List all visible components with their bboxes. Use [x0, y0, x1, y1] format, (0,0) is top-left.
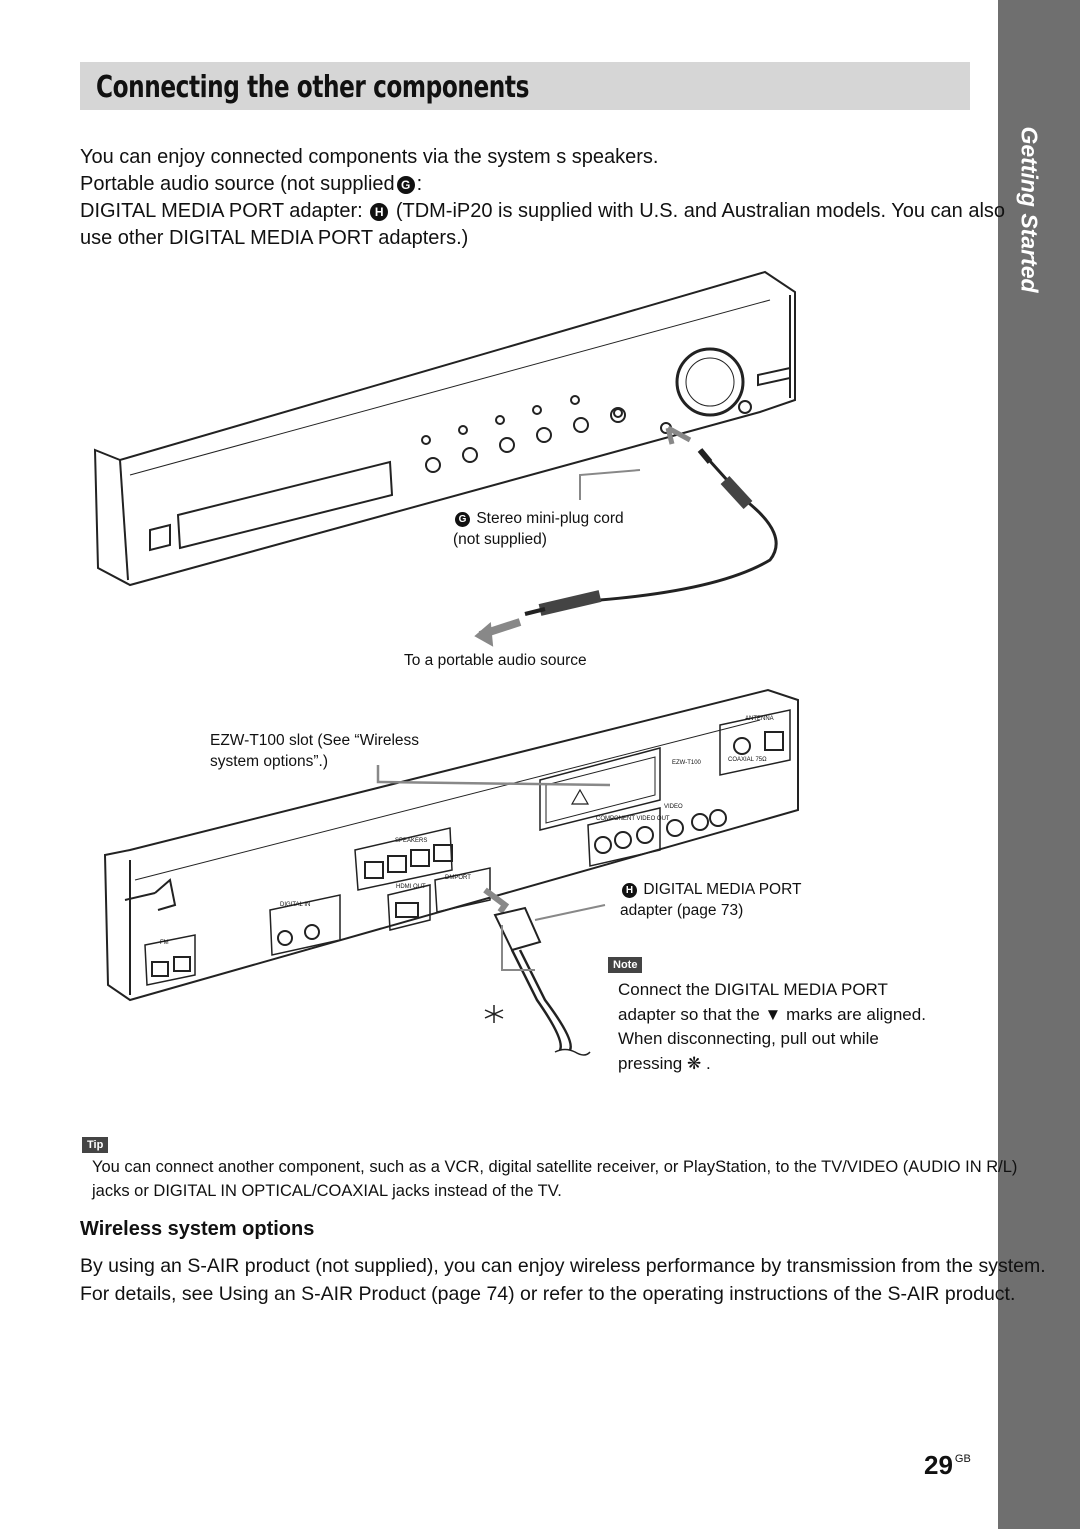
tip-tag: Tip	[82, 1137, 109, 1153]
intro-line-3: DIGITAL MEDIA PORT adapter: H (TDM-iP20 …	[80, 200, 1006, 249]
panel-label-video: VIDEO	[664, 804, 683, 810]
panel-label-speakers: SPEAKERS	[395, 838, 428, 844]
panel-label-fm: FM	[160, 940, 169, 946]
tip-text: You can connect another component, such …	[92, 1158, 1018, 1200]
panel-label-component: COMPONENT VIDEO OUT	[596, 816, 670, 822]
cord-caption: G Stereo mini-plug cord (not supplied)	[453, 510, 624, 548]
marker-g-icon: G	[455, 512, 470, 527]
wireless-body: By using an S-AIR product (not supplied)…	[80, 1255, 1046, 1305]
wireless-heading: Wireless system options	[80, 1218, 315, 1240]
portable-caption: To a portable audio source	[404, 652, 587, 669]
side-tab	[998, 0, 1080, 1529]
panel-label-coaxial: COAXIAL 75Ω	[728, 757, 767, 763]
intro-line-1: You can enjoy connected components via t…	[80, 146, 659, 168]
front-panel-outline	[93, 270, 796, 587]
marker-h-icon: H	[622, 883, 637, 898]
side-tab-text: Getting Started	[1016, 126, 1043, 293]
section-title-bar: Connecting the other components	[80, 62, 970, 110]
panel-label-dmport: DMPORT	[445, 875, 471, 881]
ezw-caption: EZW-T100 slot (See “Wireless system opti…	[210, 732, 420, 770]
dmport-caption: H DIGITAL MEDIA PORT adapter (page 73)	[620, 881, 802, 919]
asterisk-icon: ❋	[687, 1053, 702, 1073]
panel-label-ezw: EZW-T100	[672, 760, 701, 766]
note-tag: Note	[608, 957, 643, 973]
marker-h-icon: H	[370, 203, 389, 221]
front-buttons	[421, 395, 626, 473]
marker-g-icon: G	[396, 176, 415, 194]
asterisk-icon	[484, 1005, 504, 1023]
page-title: Connecting the other components	[96, 70, 529, 105]
warning-icon	[570, 788, 590, 805]
volume-knob	[675, 347, 745, 417]
connection-diagram	[93, 270, 799, 1056]
intro-text: You can enjoy connected components via t…	[80, 144, 1010, 252]
panel-label-digital-in: DIGITAL IN	[280, 902, 311, 908]
triangle-mark-icon: ▼	[764, 1004, 782, 1024]
panel-label-hdmi: HDMI OUT	[396, 884, 426, 890]
note-text: Connect the DIGITAL MEDIA PORT adapter s…	[618, 980, 926, 1073]
arrow-in-icon	[665, 425, 692, 445]
panel-label-antenna: ANTENNA	[745, 716, 774, 722]
